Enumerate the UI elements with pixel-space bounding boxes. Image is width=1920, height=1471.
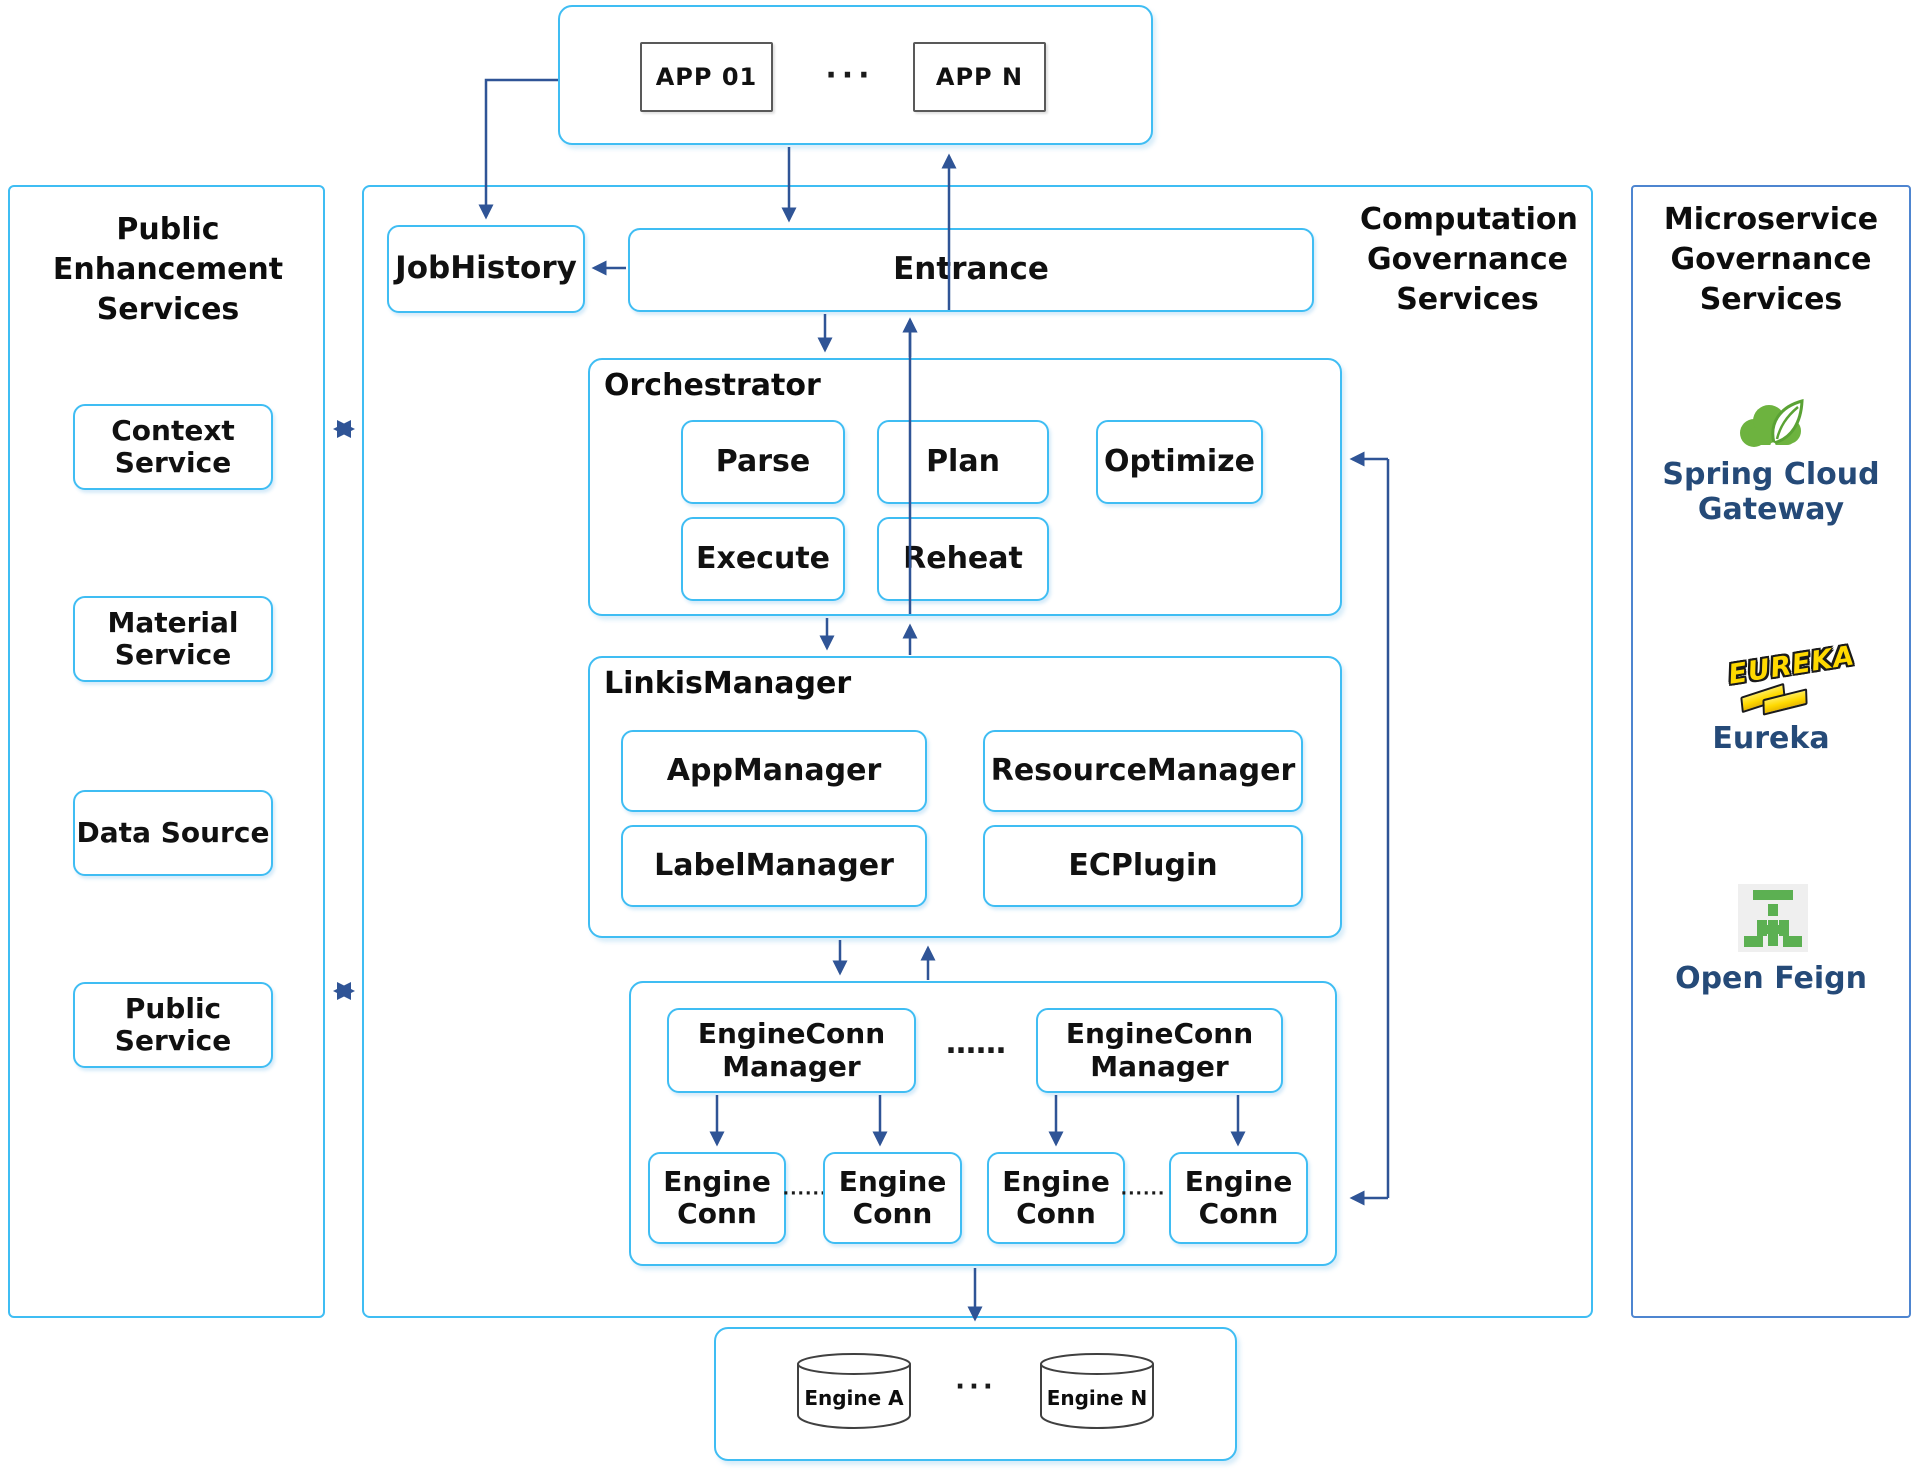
engines-dots: ··· xyxy=(955,1372,997,1402)
resource-manager-label: ResourceManager xyxy=(990,752,1296,788)
node-app-n: APP N xyxy=(913,42,1046,112)
engine-a-label: Engine A xyxy=(804,1386,904,1410)
eureka-icon: EUREKA xyxy=(1726,640,1857,718)
node-ec-plugin: ECPlugin xyxy=(983,825,1303,907)
node-optimize: Optimize xyxy=(1096,420,1263,504)
node-reheat: Reheat xyxy=(877,517,1049,601)
node-execute: Execute xyxy=(681,517,845,601)
node-job-history: JobHistory xyxy=(387,225,585,313)
engine-n-cylinder: Engine N xyxy=(1038,1352,1156,1430)
execute-label: Execute xyxy=(695,540,831,576)
engine-n-label: Engine N xyxy=(1046,1386,1148,1410)
context-service-label: Context Service xyxy=(111,413,235,479)
node-engine-conn-3: Engine Conn xyxy=(987,1152,1125,1244)
node-material-service: Material Service xyxy=(73,596,273,682)
node-data-source: Data Source xyxy=(73,790,273,876)
optimize-label: Optimize xyxy=(1104,443,1255,479)
spring-cloud-gateway-label: Spring Cloud Gateway xyxy=(1662,457,1880,527)
node-engine-conn-2: Engine Conn xyxy=(823,1152,962,1244)
database-cylinder-icon xyxy=(1040,1353,1154,1430)
node-engineconn-manager-2: EngineConn Manager xyxy=(1036,1008,1283,1093)
node-parse: Parse xyxy=(681,420,845,504)
reheat-label: Reheat xyxy=(903,540,1023,576)
app-01-label: APP 01 xyxy=(655,63,758,91)
node-engine-conn-1: Engine Conn xyxy=(648,1152,786,1244)
label-manager-label: LabelManager xyxy=(654,847,894,883)
engine-conn-label: Engine Conn xyxy=(838,1164,947,1230)
engine-conn-dots-2: ······ xyxy=(1120,1184,1166,1204)
engineconn-manager-label: EngineConn Manager xyxy=(697,1017,886,1083)
node-engine-conn-4: Engine Conn xyxy=(1169,1152,1308,1244)
engine-a-cylinder: Engine A xyxy=(795,1352,913,1430)
engineconn-manager-dots: …… xyxy=(946,1026,1006,1061)
app-n-label: APP N xyxy=(935,63,1024,91)
engine-conn-label: Engine Conn xyxy=(663,1164,771,1230)
public-enhancement-panel xyxy=(8,185,325,1318)
microservice-governance-title: Microservice Governance Services xyxy=(1663,202,1879,317)
app-manager-label: AppManager xyxy=(666,752,882,788)
linkis-manager-label: LinkisManager xyxy=(604,666,852,701)
node-engineconn-manager-1: EngineConn Manager xyxy=(667,1008,916,1093)
app-dots: ··· xyxy=(825,58,875,93)
engine-conn-dots-1: ······ xyxy=(782,1184,828,1204)
entrance-label: Entrance xyxy=(893,251,1049,288)
orchestrator-label: Orchestrator xyxy=(604,368,821,403)
public-enhancement-title: Public Enhancement Services xyxy=(52,212,284,327)
eureka-label: Eureka xyxy=(1712,721,1830,756)
public-service-label: Public Service xyxy=(114,991,232,1057)
node-app-manager: AppManager xyxy=(621,730,927,812)
data-source-label: Data Source xyxy=(76,815,270,849)
parse-label: Parse xyxy=(715,443,811,479)
open-feign-icon xyxy=(1738,884,1808,952)
node-app-01: APP 01 xyxy=(640,42,773,112)
engine-conn-label: Engine Conn xyxy=(1002,1164,1110,1230)
open-feign-label: Open Feign xyxy=(1675,961,1867,996)
spring-cloud-gateway-icon xyxy=(1736,399,1808,453)
engine-conn-label: Engine Conn xyxy=(1184,1164,1293,1230)
microservice-governance-panel xyxy=(1631,185,1911,1318)
node-plan: Plan xyxy=(877,420,1049,504)
plan-label: Plan xyxy=(926,443,1000,479)
job-history-label: JobHistory xyxy=(395,250,577,287)
material-service-label: Material Service xyxy=(107,605,239,671)
node-context-service: Context Service xyxy=(73,404,273,490)
node-label-manager: LabelManager xyxy=(621,825,927,907)
ec-plugin-label: ECPlugin xyxy=(1068,847,1218,883)
node-entrance: Entrance xyxy=(628,228,1314,312)
node-resource-manager: ResourceManager xyxy=(983,730,1303,812)
node-public-service: Public Service xyxy=(73,982,273,1068)
computation-governance-title: Computation Governance Services xyxy=(1360,202,1578,317)
database-cylinder-icon xyxy=(797,1353,911,1430)
engineconn-manager-label: EngineConn Manager xyxy=(1065,1017,1254,1083)
